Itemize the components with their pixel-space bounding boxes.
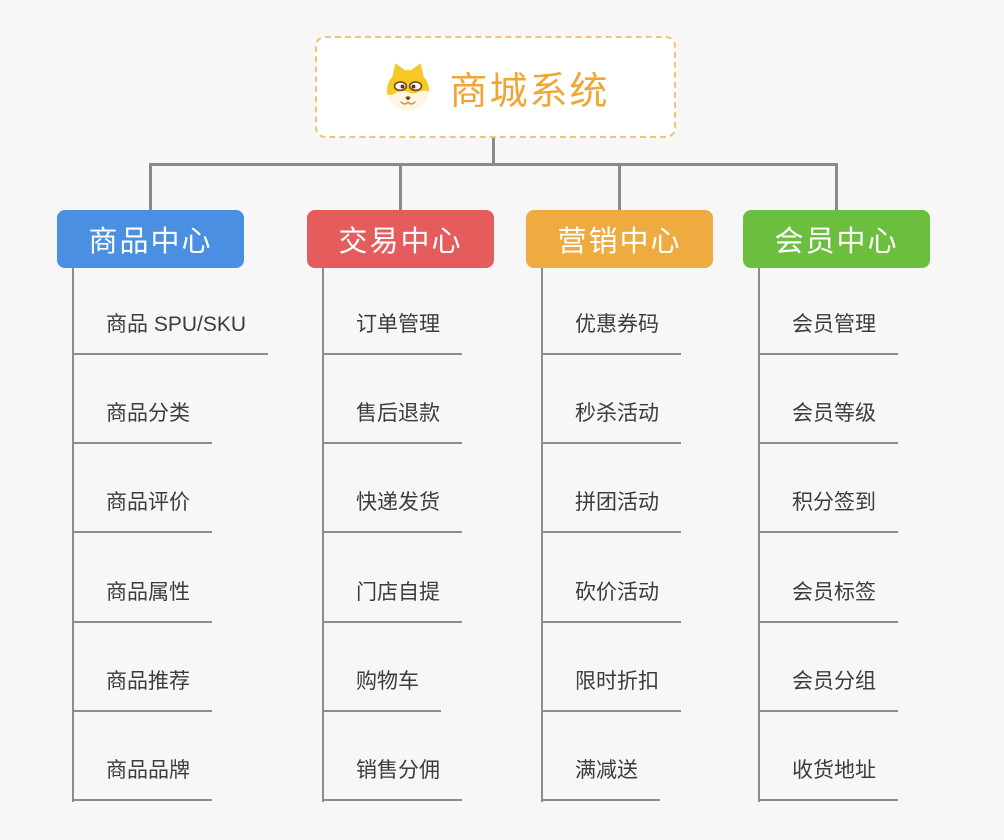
connector-column-spine [322,268,324,802]
connector-branch-stub [618,163,621,210]
leaf-item[interactable]: 销售分佣 [322,755,462,801]
leaf-item[interactable]: 会员管理 [758,309,898,355]
leaf-item[interactable]: 商品评价 [72,487,212,533]
connector-branch-stub [399,163,402,210]
leaf-item[interactable]: 快递发货 [322,487,462,533]
branch-node-label: 会员中心 [774,226,899,258]
leaf-item[interactable]: 商品 SPU/SKU [72,309,269,355]
branch-node-label: 营销中心 [557,226,682,258]
branch-node-2[interactable]: 交易中心 [307,210,494,268]
connector-column-spine [72,268,74,802]
connector-rail [149,163,838,166]
root-node-mall-system[interactable]: 商城系统 [315,36,676,138]
branch-node-label: 交易中心 [338,226,463,258]
leaf-item[interactable]: 订单管理 [322,309,462,355]
leaf-item[interactable]: 商品分类 [72,398,212,444]
branch-node-1[interactable]: 商品中心 [57,210,244,268]
shiba-dog-icon [387,63,430,111]
leaf-item[interactable]: 购物车 [322,666,441,712]
connector-branch-stub [835,163,838,210]
leaf-item[interactable]: 会员标签 [758,577,898,623]
leaf-item[interactable]: 商品推荐 [72,666,212,712]
leaf-item[interactable]: 优惠券码 [541,309,681,355]
root-node-title: 商城系统 [449,70,610,113]
leaf-item[interactable]: 收货地址 [758,755,898,801]
branch-node-3[interactable]: 营销中心 [526,210,713,268]
leaf-item[interactable]: 商品品牌 [72,755,212,801]
leaf-item[interactable]: 拼团活动 [541,487,681,533]
connector-branch-stub [149,163,152,210]
leaf-item[interactable]: 秒杀活动 [541,398,681,444]
connector-column-spine [758,268,760,802]
leaf-item[interactable]: 满减送 [541,755,660,801]
leaf-item[interactable]: 售后退款 [322,398,462,444]
connector-root-stem [492,138,495,166]
connector-column-spine [541,268,543,802]
leaf-item[interactable]: 会员分组 [758,666,898,712]
leaf-item[interactable]: 限时折扣 [541,666,681,712]
branch-node-label: 商品中心 [88,226,213,258]
branch-node-4[interactable]: 会员中心 [743,210,930,268]
leaf-item[interactable]: 会员等级 [758,398,898,444]
leaf-item[interactable]: 商品属性 [72,577,212,623]
leaf-item[interactable]: 砍价活动 [541,577,681,623]
leaf-item[interactable]: 门店自提 [322,577,462,623]
leaf-item[interactable]: 积分签到 [758,487,898,533]
